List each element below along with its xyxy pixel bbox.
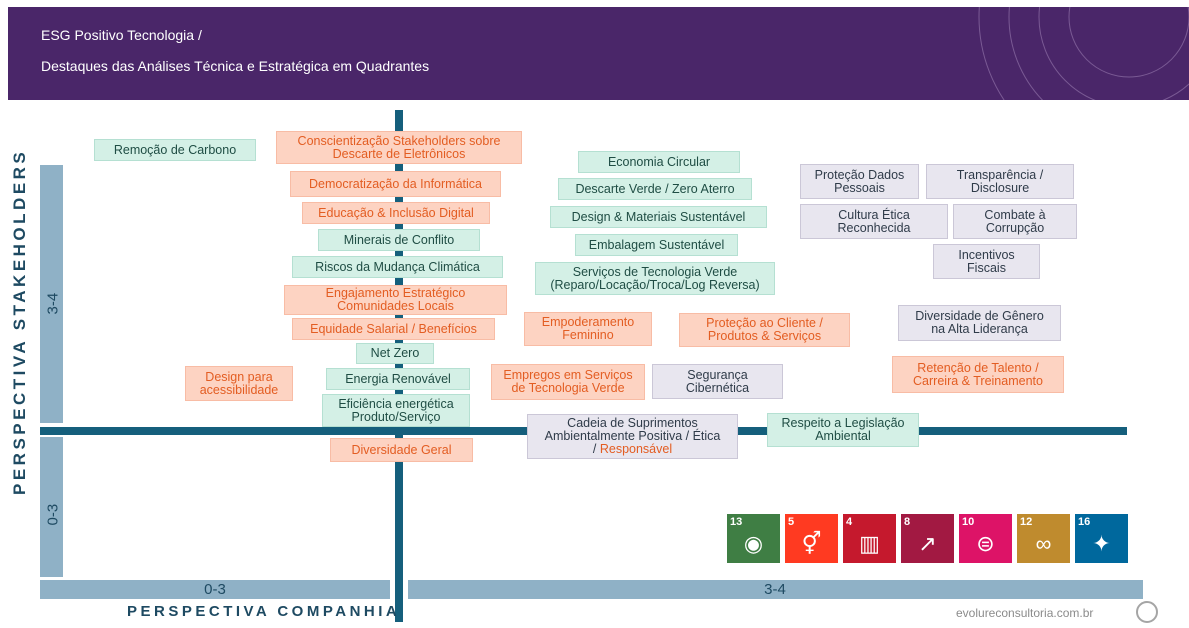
- header-title: ESG Positivo Tecnologia /: [41, 27, 202, 43]
- website-url[interactable]: evolureconsultoria.com.br: [956, 606, 1094, 620]
- item-protecao-cliente: Proteção ao Cliente /Produtos & Serviços: [679, 313, 850, 347]
- sdg-4-book-icon: 4▥: [843, 514, 896, 563]
- sdg-12-infinity-icon: 12∞: [1017, 514, 1070, 563]
- item-energia: Energia Renovável: [326, 368, 470, 390]
- y-scale-bar-bottom: [40, 437, 63, 577]
- item-equidade: Equidade Salarial / Benefícios: [292, 318, 495, 340]
- sdg-icons-row: 13◉ 5⚥ 4▥ 8↗ 10⊜ 12∞ 16✦: [727, 514, 1128, 563]
- y-scale-bar-top: [40, 165, 63, 423]
- x-range-left: 0-3: [204, 581, 226, 598]
- item-embalagem: Embalagem Sustentável: [575, 234, 738, 256]
- decorative-circles-icon: [978, 7, 1189, 100]
- x-scale-bar-right: [408, 580, 1143, 599]
- item-retencao-talento: Retenção de Talento /Carreira & Treiname…: [892, 356, 1064, 393]
- x-axis-title: PERSPECTIVA COMPANHIA: [127, 603, 401, 620]
- item-diversidade-geral: Diversidade Geral: [330, 438, 473, 462]
- header-subtitle: Destaques das Análises Técnica e Estraté…: [41, 58, 430, 74]
- brand-logo-icon: [1136, 601, 1158, 623]
- sdg-5-gender-icon: 5⚥: [785, 514, 838, 563]
- item-educacao: Educação & Inclusão Digital: [302, 202, 490, 224]
- item-riscos: Riscos da Mudança Climática: [292, 256, 503, 278]
- header-banner: ESG Positivo Tecnologia / Destaques das …: [8, 7, 1189, 100]
- sdg-10-equality-icon: 10⊜: [959, 514, 1012, 563]
- y-axis-title: PERSPECTIVA STAKEHOLDERS: [10, 148, 29, 495]
- item-design-materiais: Design & Materiais Sustentável: [550, 206, 767, 228]
- item-descarte-verde: Descarte Verde / Zero Aterro: [558, 178, 752, 200]
- y-range-top: 3-4: [44, 292, 62, 315]
- item-remocao-carbono: Remoção de Carbono: [94, 139, 256, 161]
- sdg-16-dove-icon: 16✦: [1075, 514, 1128, 563]
- item-net-zero: Net Zero: [356, 343, 434, 364]
- item-economia-circular: Economia Circular: [578, 151, 740, 173]
- item-minerais: Minerais de Conflito: [318, 229, 480, 251]
- item-servicos-tecnologia-verde: Serviços de Tecnologia Verde(Reparo/Loca…: [535, 262, 775, 295]
- x-scale-bar-left: [40, 580, 390, 599]
- item-democratizacao: Democratização da Informática: [290, 171, 501, 197]
- y-range-bottom: 0-3: [44, 503, 62, 526]
- x-range-right: 3-4: [764, 581, 786, 598]
- vertical-axis: [395, 110, 403, 622]
- sdg-8-growth-icon: 8↗: [901, 514, 954, 563]
- item-transparencia: Transparência /Disclosure: [926, 164, 1074, 199]
- sdg-13-eye-icon: 13◉: [727, 514, 780, 563]
